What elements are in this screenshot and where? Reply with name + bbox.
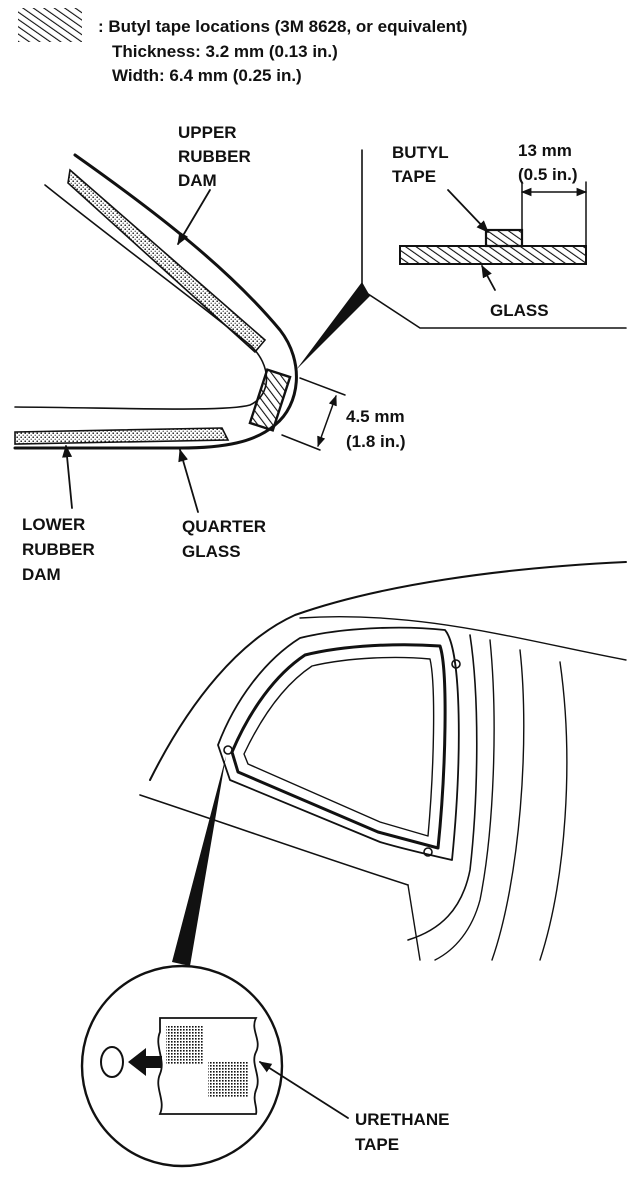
label-gap-1: 4.5 mm — [346, 407, 405, 426]
gap-ext-bottom — [281, 434, 321, 451]
section-glass-pane — [399, 245, 587, 265]
urethane-tape-leader — [258, 1061, 349, 1119]
label-butyl-2: TAPE — [392, 167, 436, 186]
section-butyl-tape — [484, 228, 524, 248]
roof-line — [149, 561, 627, 781]
fastener-left — [223, 745, 233, 755]
pillar-line-1 — [407, 634, 478, 941]
legend-line-3: Width: 6.4 mm (0.25 in.) — [112, 66, 302, 85]
label-width-1: 13 mm — [518, 141, 572, 160]
peel-direction-arrow — [128, 1048, 162, 1076]
legend-line-2: Thickness: 3.2 mm (0.13 in.) — [112, 42, 338, 61]
butyl-tape-legend-swatch — [18, 8, 82, 42]
glass-cross-section — [399, 181, 588, 265]
butyl-tape-leader — [447, 189, 489, 233]
gap-dimension — [281, 377, 346, 451]
fastener-upper-right — [451, 659, 461, 669]
quarter-glass-leader — [178, 448, 199, 513]
label-urethane-1: URETHANE — [355, 1110, 449, 1129]
detail-leader-wedge — [172, 756, 226, 966]
pillar-line-3 — [491, 649, 525, 961]
lower-rubber-dam-leader — [62, 444, 73, 509]
legend: : Butyl tape locations (3M 8628, or equi… — [18, 8, 467, 85]
gap-dim-line — [317, 395, 337, 447]
urethane-mesh-upper — [166, 1026, 204, 1064]
window-opening-outer — [217, 626, 460, 861]
peel-direction-ring — [100, 1046, 124, 1078]
label-quarter-1: QUARTER — [182, 517, 266, 536]
body-side-line — [139, 794, 409, 886]
label-lower-1: LOWER — [22, 515, 85, 534]
label-urethane-2: TAPE — [355, 1135, 399, 1154]
upper-rubber-dam — [67, 168, 267, 354]
urethane-mesh-lower — [208, 1062, 248, 1098]
gap-ext-top — [299, 377, 346, 396]
quarter-glass-detail — [13, 149, 627, 450]
upper-rubber-dam-leader — [177, 189, 211, 246]
door-edge-line — [407, 884, 421, 961]
butyl-tape-patch — [248, 368, 292, 432]
detail-circle-outline — [80, 964, 284, 1168]
label-upper-3: DAM — [178, 171, 217, 190]
label-butyl-1: BUTYL — [392, 143, 449, 162]
glass-leader — [481, 264, 496, 291]
quarter-glass-outline — [13, 153, 298, 450]
urethane-detail-circle — [80, 964, 284, 1168]
legend-line-1: : Butyl tape locations (3M 8628, or equi… — [98, 17, 467, 36]
label-glass: GLASS — [490, 301, 549, 320]
pillar-line-4 — [539, 661, 568, 961]
quarter-glass-inner-edge — [14, 184, 268, 410]
fastener-lower-right — [423, 847, 433, 857]
label-lower-3: DAM — [22, 565, 61, 584]
pillar-line-2 — [434, 639, 495, 961]
car-body-illustration — [139, 561, 627, 966]
label-quarter-2: GLASS — [182, 542, 241, 561]
section-leader-line — [361, 149, 627, 329]
label-upper-2: RUBBER — [178, 147, 251, 166]
label-lower-2: RUBBER — [22, 540, 95, 559]
roof-inner-line — [299, 615, 627, 661]
label-width-2: (0.5 in.) — [518, 165, 578, 184]
lower-rubber-dam — [14, 427, 230, 445]
quarter-window — [230, 643, 447, 850]
label-upper-1: UPPER — [178, 123, 237, 142]
quarter-window-inner — [243, 656, 435, 837]
label-gap-2: (1.8 in.) — [346, 432, 406, 451]
section-leader-wedge — [296, 282, 370, 370]
